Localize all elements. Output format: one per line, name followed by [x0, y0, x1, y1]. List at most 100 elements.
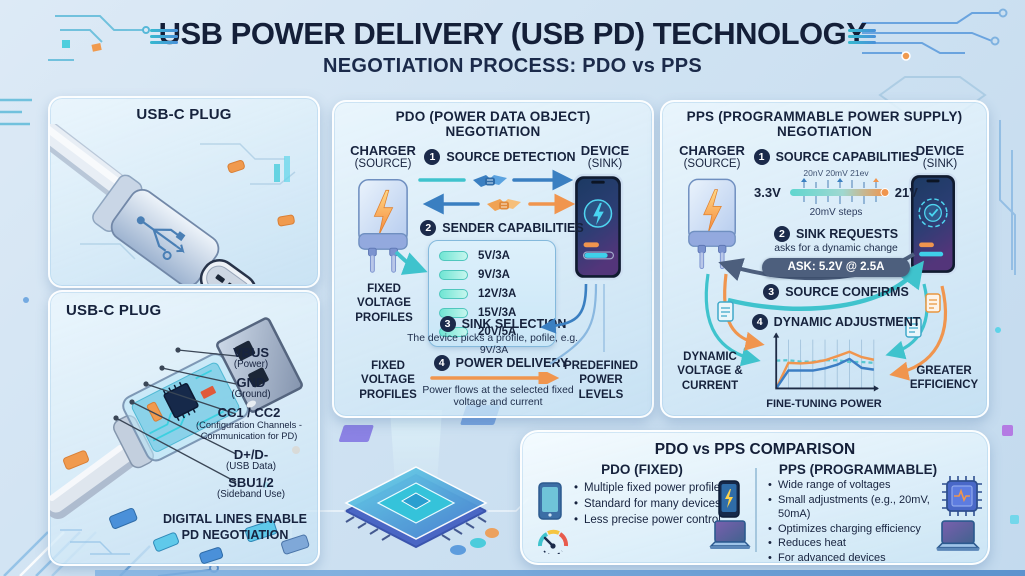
pin-name: GND	[236, 375, 266, 390]
pdo-step4-desc: Power flows at the selected fixed voltag…	[422, 385, 574, 409]
laptop-icon	[709, 520, 751, 549]
voltage-range-slider: 3.3V 21V	[738, 178, 934, 206]
ask-request-badge: ASK: 5.2V @ 2.5A	[762, 258, 910, 277]
device-sub-label: (SINK)	[922, 158, 958, 171]
pdo-step4: 4 POWER DELIVERY	[433, 355, 568, 371]
voltage-profiles-list: 5V/3A 9V/3A 12V/3A 15V/3A 20V/5A	[428, 240, 556, 347]
comparison-title: PDO vs PPS COMPARISON	[654, 441, 856, 458]
smartphone-icon	[538, 482, 562, 520]
usb-c-plug-illustration	[50, 124, 296, 284]
device-label: DEVICE	[915, 143, 965, 158]
charger-icon	[688, 178, 736, 270]
comparison-bullet: Reduces heat	[768, 536, 940, 551]
triple-line-icon	[848, 26, 876, 47]
charger-label: CHARGER	[679, 143, 745, 158]
pps-column-title: PPS (PROGRAMMABLE)	[778, 462, 938, 477]
pin-desc: (Sideband Use)	[216, 488, 286, 500]
profile-value: 5V/3A	[478, 249, 510, 262]
pin-label-sbu: SBU1/2 (Sideband Use)	[190, 476, 312, 500]
profile-pill-icon	[439, 269, 468, 280]
chip-3d-illustration	[263, 405, 529, 556]
comparison-bullet: Wide range of voltages	[768, 478, 940, 493]
pdo-step1: 1 SOURCE DETECTION	[420, 149, 580, 165]
page-title: USB POWER DELIVERY (USB PD) TECHNOLOGY	[158, 16, 867, 51]
chip-icon	[942, 476, 982, 516]
slider-min-value: 3.3V	[754, 184, 781, 200]
phone-icon	[908, 172, 958, 276]
handshake-arrows	[418, 169, 576, 215]
pdo-column-title: PDO (FIXED)	[601, 462, 683, 477]
header: USB POWER DELIVERY (USB PD) TECHNOLOGY N…	[0, 16, 1025, 78]
profile-value: 20V/5A	[478, 325, 517, 338]
page-subtitle: NEGOTIATION PROCESS: PDO vs PPS	[323, 55, 702, 77]
pin-label-cc: CC1 / CC2 (Configuration Channels - Comm…	[184, 405, 314, 441]
pdo-bottom-left-label: FIXED VOLTAGE PROFILES	[359, 360, 417, 401]
pps-step2-desc: asks for a dynamic change	[774, 243, 898, 254]
step-title: SENDER CAPABILITIES	[442, 221, 584, 235]
comparison-bullet: For advanced devices	[768, 551, 940, 566]
step-title: SOURCE DETECTION	[446, 150, 576, 164]
pin-name: D+/D-	[233, 447, 269, 462]
profile-pill-icon	[439, 250, 468, 261]
pps-column-bullets: Wide range of voltages Small adjustments…	[768, 478, 940, 566]
pdo-step3: 3 SINK SELECTION	[408, 316, 598, 332]
usb-plug-exterior-title: USB-C PLUG	[136, 106, 232, 123]
usb-plug-exterior-panel: USB-C PLUG	[48, 96, 320, 288]
step-title: DYNAMIC ADJUSTMENT	[773, 315, 921, 329]
step-number-badge: 2	[420, 220, 437, 236]
pps-negotiation-panel: PPS (PROGRAMMABLE POWER SUPPLY) NEGOTIAT…	[660, 100, 989, 418]
pps-charger-label: CHARGER (SOURCE)	[672, 143, 752, 171]
pdo-column-bullets: Multiple fixed power profiles Standard f…	[574, 480, 726, 528]
profile-value: 15V/3A	[478, 306, 517, 319]
comparison-bullet: Multiple fixed power profiles	[574, 480, 726, 496]
slider-tick-labels: 20nV 20mV 21ev	[803, 168, 869, 178]
pin-desc: (USB Data)	[225, 460, 277, 472]
charger-icon	[358, 178, 408, 273]
pin-label-data: D+/D- (USB Data)	[190, 448, 312, 472]
bottom-accent-bar	[95, 570, 1025, 576]
slider-steps-label: 20mV steps	[809, 207, 863, 218]
power-delivery-arrow	[430, 372, 560, 384]
document-icon	[925, 293, 941, 313]
pps-right-label: GREATER EFFICIENCY	[909, 365, 979, 392]
device-sub-label: (SINK)	[587, 158, 623, 171]
profile-value: 12V/3A	[478, 287, 517, 300]
pps-device-label: DEVICE (SINK)	[900, 143, 980, 171]
pps-step3: 3 SOURCE CONFIRMS	[752, 284, 920, 300]
slider-bar	[789, 178, 890, 204]
slider-max-value: 21V	[894, 184, 918, 200]
step-number-badge: 3	[439, 316, 456, 332]
pps-step2: 2 SINK REQUESTS	[754, 226, 918, 242]
pps-step1: 1 SOURCE CAPABILITIES	[750, 149, 922, 165]
phone-bolt-icon	[718, 480, 740, 518]
pin-desc: (Power)	[233, 358, 269, 370]
pin-label-gnd: GND (Ground)	[190, 376, 312, 400]
pdo-device-label: DEVICE (SINK)	[564, 143, 646, 171]
profile-pill-icon	[439, 307, 468, 318]
chart-caption: FINE-TUNING POWER	[766, 398, 882, 410]
step-title: SOURCE CONFIRMS	[785, 285, 909, 299]
usb-plug-internals-panel: USB-C PLUG	[48, 290, 320, 566]
handshake-icon	[473, 175, 507, 187]
pdo-charger-caption: FIXED VOLTAGE PROFILES	[355, 283, 413, 324]
usb-plug-internals-title: USB-C PLUG	[66, 302, 162, 319]
step-title: SOURCE CAPABILITIES	[775, 150, 919, 164]
step-number-badge: 2	[773, 226, 790, 242]
comparison-bullet: Small adjustments (e.g., 20mV, 50mA)	[768, 493, 940, 522]
handshake-icon	[487, 199, 521, 211]
pin-desc: (Configuration Channels - Communication …	[196, 420, 302, 441]
triple-line-icon	[150, 26, 178, 47]
pin-name: SBU1/2	[228, 475, 274, 490]
profile-value: 9V/3A	[478, 268, 510, 281]
pdo-title-line1: PDO (POWER DATA OBJECT)	[395, 109, 591, 124]
pdo-step2: 2 SENDER CAPABILITIES	[412, 220, 592, 236]
step-number-badge: 1	[753, 149, 770, 165]
comparison-panel: PDO vs PPS COMPARISON PDO (FIXED) Multip…	[520, 430, 990, 565]
pdo-title-line2: NEGOTIATION	[445, 124, 541, 139]
digital-lines-footer: DIGITAL LINES ENABLE PD NEGOTIATION	[163, 512, 307, 542]
step-number-badge: 4	[433, 355, 450, 371]
profile-pill-icon	[439, 288, 468, 299]
comparison-bullet: Optimizes charging efficiency	[768, 522, 940, 537]
